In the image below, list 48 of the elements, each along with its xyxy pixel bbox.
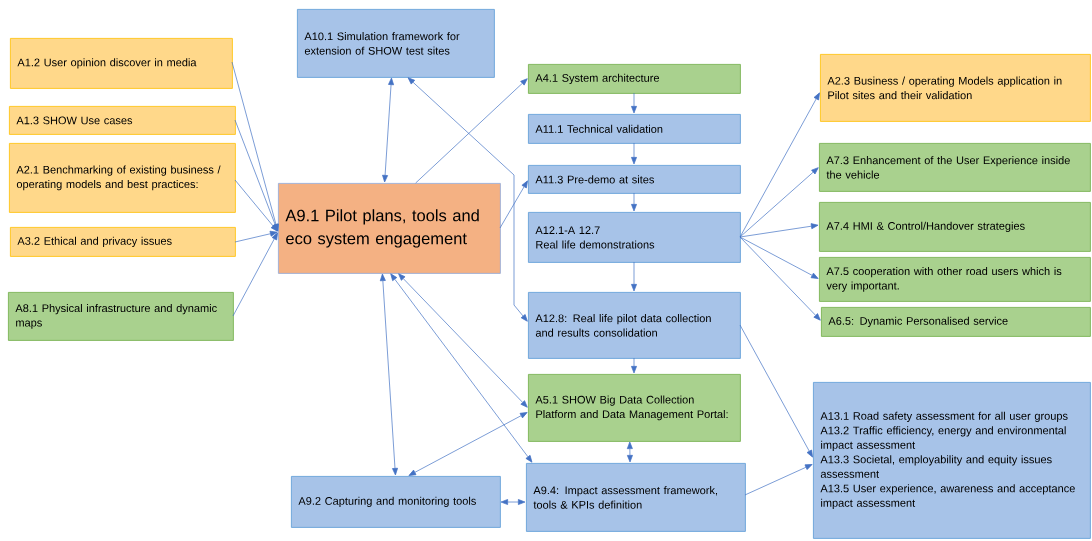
arrow (232, 232, 278, 317)
arrow (626, 441, 633, 463)
arrow (739, 167, 819, 238)
activity-box: A7.4 HMI & Control/Handover strategies (819, 202, 1091, 252)
activity-box: A11.1 Technical validation (528, 114, 741, 144)
arrow (234, 230, 278, 243)
arrow (390, 273, 533, 463)
arrow (631, 142, 637, 165)
activity-box: A10.1 Simulation framework for extension of SHOW test sites (297, 9, 495, 78)
arrow (744, 464, 813, 496)
activity-box: A3.2 Ethical and privacy issues (10, 227, 236, 257)
activity-box: A8.1 Physical infrastructure and dynamic maps (8, 292, 234, 341)
arrow (231, 61, 279, 232)
arrow (408, 412, 528, 476)
arrow (379, 273, 398, 476)
arrow (739, 223, 819, 238)
arrow (398, 273, 528, 408)
arrow (631, 92, 637, 114)
arrow (234, 119, 279, 232)
activity-box: A12.8: Real life pilot data collection and results consolidation (528, 292, 741, 359)
activity-box: A9.4: Impact assessment framework, tools & KPIs definition (526, 463, 746, 532)
arrow (500, 499, 526, 505)
arrow (631, 192, 637, 212)
activity-box: A2.1 Benchmarking of existing business / operating models and best practices: (9, 143, 236, 213)
arrow (499, 180, 528, 229)
activity-box: A13.1 Road safety assessment for all user groups A13.2 Traffic efficiency, energy and environmental impact assessment A13.3 Societal, employability and equity issues assessment A13.5 User experience, awareness and acceptance impact assessment (813, 382, 1091, 539)
activity-box: A12.1-A 12.7 Real life demonstrations (528, 212, 741, 263)
arrow (415, 78, 528, 184)
main-activity-box: A9.1 Pilot plans, tools and eco system engagement (278, 183, 501, 274)
arrow (382, 77, 394, 183)
arrow (631, 261, 637, 292)
activity-box: A1.3 SHOW Use cases (9, 106, 236, 135)
arrow (407, 77, 528, 322)
arrow (739, 236, 819, 279)
activity-box: A7.3 Enhancement of the User Experience inside the vehicle (819, 143, 1091, 192)
activity-box: A11.3 Pre-demo at sites (528, 165, 741, 194)
activity-box: A6.5: Dynamic Personalised service (821, 307, 1091, 337)
activity-box: A2.3 Business / operating Models application in Pilot sites and their validation (820, 54, 1091, 122)
activity-box: A1.2 User opinion discover in media (10, 38, 233, 89)
activity-box: A4.1 System architecture (528, 64, 741, 94)
arrow (739, 324, 813, 458)
arrow (631, 357, 637, 374)
activity-box: A9.2 Capturing and monitoring tools (291, 476, 501, 528)
arrow (234, 179, 278, 232)
activity-box: A5.1 SHOW Big Data Collection Platform and Data Management Portal: (528, 374, 741, 442)
arrow (739, 92, 820, 238)
activity-box: A7.5 cooperation with other road users which is very important. (819, 257, 1091, 302)
arrow (739, 236, 821, 321)
